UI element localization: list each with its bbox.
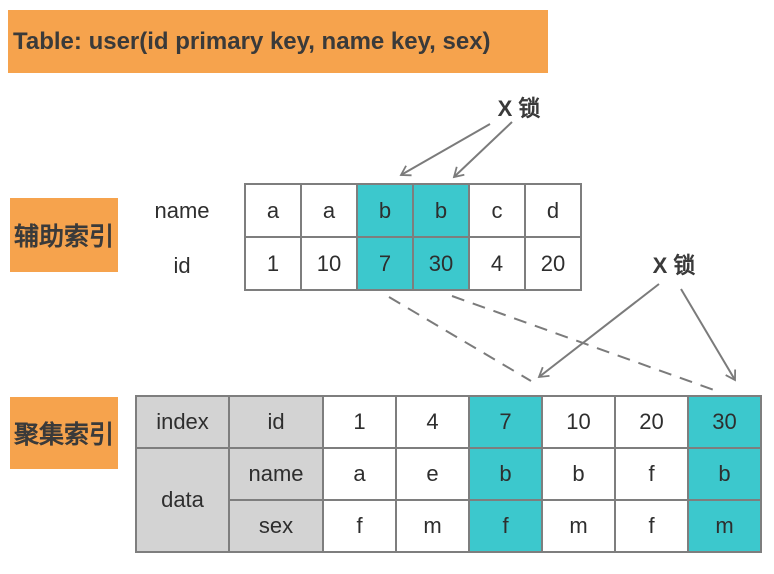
cluster-sex-cell: f bbox=[614, 499, 689, 553]
aux-id-cell: 4 bbox=[468, 236, 526, 291]
aux-index-table: a a b b c d 1 10 7 30 4 20 bbox=[244, 183, 582, 291]
aux-id-cell-locked: 7 bbox=[356, 236, 414, 291]
cluster-sex-cell-locked: m bbox=[687, 499, 762, 553]
cluster-group-index-cell: index bbox=[135, 395, 230, 449]
cluster-group-data-cell: data bbox=[135, 447, 230, 553]
aux-row-label-id: id bbox=[173, 253, 191, 278]
cluster-index-table: index id 1 4 7 10 20 30 data name a e b … bbox=[135, 395, 762, 553]
aux-to-cluster-dashed-line-1 bbox=[388, 296, 532, 382]
aux-id-cell-locked: 30 bbox=[412, 236, 470, 291]
cluster-rowlabel-name-cell: name bbox=[228, 447, 324, 501]
cluster-id-cell-locked: 7 bbox=[468, 395, 543, 449]
cluster-id-cell-locked: 30 bbox=[687, 395, 762, 449]
cluster-sex-cell: m bbox=[541, 499, 616, 553]
cluster-name-cell: e bbox=[395, 447, 470, 501]
xlock-label-aux: X 锁 bbox=[497, 96, 541, 121]
aux-id-cell: 1 bbox=[244, 236, 302, 291]
cluster-name-cell: f bbox=[614, 447, 689, 501]
cluster-id-cell: 4 bbox=[395, 395, 470, 449]
xlock-label-cluster: X 锁 bbox=[652, 253, 696, 278]
cluster-sex-cell: f bbox=[322, 499, 397, 553]
cluster-rowlabel-id-cell: id bbox=[228, 395, 324, 449]
xlock-arrow-aux-1 bbox=[399, 123, 491, 177]
cluster-index-label: 聚集索引 bbox=[10, 397, 118, 469]
aux-name-cell: a bbox=[300, 183, 358, 238]
xlock-arrow-aux-2 bbox=[452, 121, 513, 179]
cluster-name-cell: b bbox=[541, 447, 616, 501]
aux-name-cell-locked: b bbox=[356, 183, 414, 238]
aux-id-cell: 20 bbox=[524, 236, 582, 291]
aux-name-cell: a bbox=[244, 183, 302, 238]
cluster-name-row: data name a e b b f b bbox=[135, 447, 762, 553]
cluster-id-cell: 1 bbox=[322, 395, 397, 449]
cluster-id-cell: 20 bbox=[614, 395, 689, 449]
cluster-sex-cell: m bbox=[395, 499, 470, 553]
table-definition-text: Table: user(id primary key, name key, se… bbox=[13, 27, 491, 55]
cluster-name-cell: a bbox=[322, 447, 397, 501]
table-definition-banner: Table: user(id primary key, name key, se… bbox=[8, 10, 548, 73]
xlock-arrow-cluster-2 bbox=[680, 288, 737, 382]
cluster-sex-row: sex f m f m f m bbox=[136, 499, 762, 553]
cluster-name-cell-locked: b bbox=[468, 447, 543, 501]
aux-name-cell: d bbox=[524, 183, 582, 238]
cluster-sex-cell-locked: f bbox=[468, 499, 543, 553]
aux-to-cluster-dashed-line-2 bbox=[451, 295, 715, 391]
cluster-name-cell-locked: b bbox=[687, 447, 762, 501]
cluster-id-row: index id 1 4 7 10 20 30 bbox=[135, 395, 762, 449]
xlock-arrow-cluster-1 bbox=[537, 283, 660, 379]
aux-name-cell: c bbox=[468, 183, 526, 238]
aux-index-label: 辅助索引 bbox=[10, 198, 118, 272]
aux-name-row: a a b b c d bbox=[244, 183, 582, 238]
aux-id-cell: 10 bbox=[300, 236, 358, 291]
aux-name-cell-locked: b bbox=[412, 183, 470, 238]
aux-row-label-name: name bbox=[154, 198, 210, 223]
aux-id-row: 1 10 7 30 4 20 bbox=[244, 236, 582, 291]
cluster-id-cell: 10 bbox=[541, 395, 616, 449]
cluster-rowlabel-sex-cell: sex bbox=[228, 499, 324, 553]
